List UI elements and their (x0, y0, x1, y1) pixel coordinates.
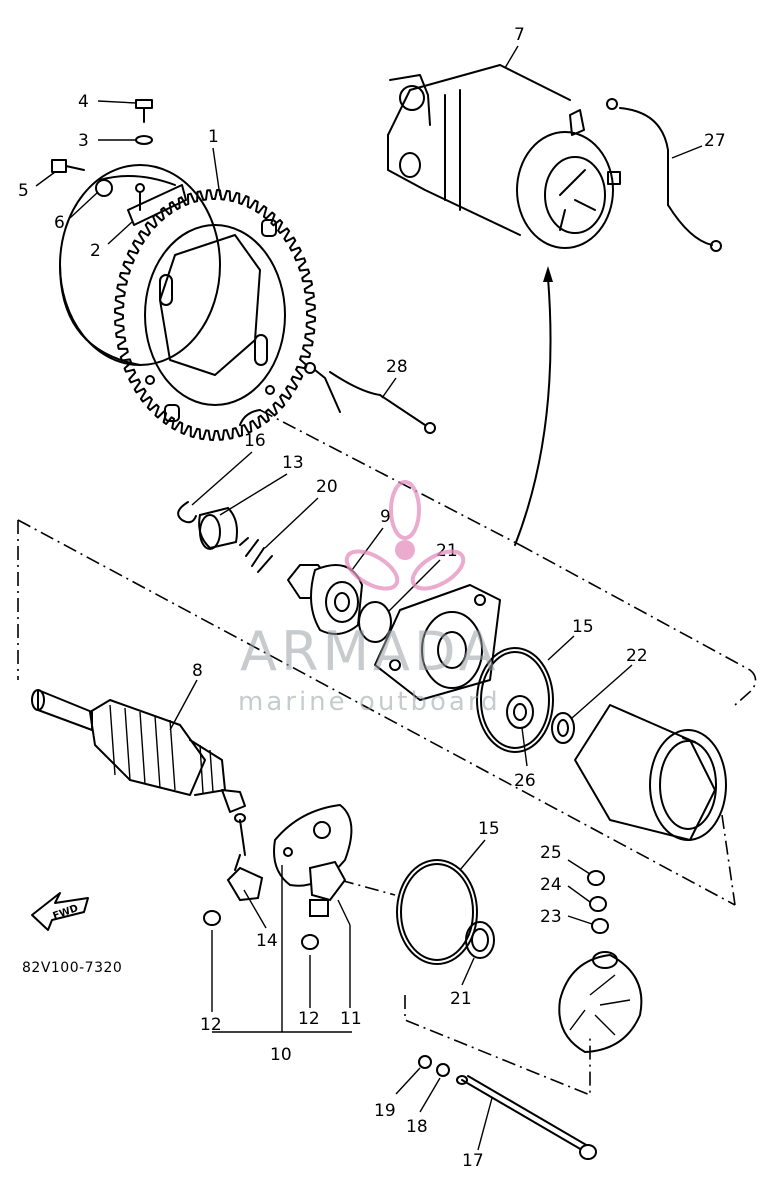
cable-27 (606, 98, 722, 252)
callout-27: 27 (704, 131, 726, 151)
bracket-hardware (51, 99, 187, 226)
callout-26: 26 (514, 771, 536, 791)
armature-8 (31, 689, 246, 813)
seals-upper (476, 647, 575, 753)
callout-11: 11 (340, 1009, 362, 1029)
diagram-code: 82V100-7320 (22, 960, 122, 976)
assembly-outline (17, 409, 757, 1097)
callout-12-left: 12 (200, 1015, 222, 1035)
callout-6: 6 (54, 213, 65, 233)
callout-15-lower: 15 (478, 819, 500, 839)
callout-numbers: 4 3 5 6 2 1 7 27 28 16 13 20 9 21 15 22 … (18, 25, 726, 1171)
callout-5: 5 (18, 181, 29, 201)
callout-9: 9 (380, 507, 391, 527)
callout-25: 25 (540, 843, 562, 863)
callout-13: 13 (282, 453, 304, 473)
watermark-brand: ARMADA (240, 620, 500, 683)
brush-holder-10 (226, 804, 353, 917)
yoke-housing (574, 704, 727, 841)
starter-motor (387, 64, 621, 249)
seals-lower (396, 859, 495, 965)
callout-18: 18 (406, 1117, 428, 1137)
assembly-arrow (514, 266, 553, 546)
washer-21-upper (358, 601, 392, 643)
lead-wire-28 (304, 362, 436, 434)
callout-22: 22 (626, 646, 648, 666)
callout-23: 23 (540, 907, 562, 927)
nuts-12 (203, 910, 319, 950)
leader-lines (35, 45, 703, 1151)
callout-7: 7 (514, 25, 525, 45)
callout-10: 10 (270, 1045, 292, 1065)
pinion-drive-9 (287, 564, 364, 635)
fwd-label: FWD (51, 903, 79, 922)
callout-12-right: 12 (298, 1009, 320, 1029)
callout-4: 4 (78, 92, 89, 112)
flywheel-ring-gear (59, 164, 316, 441)
callout-1: 1 (208, 127, 219, 147)
callout-16: 16 (244, 431, 266, 451)
callout-15-upper: 15 (572, 617, 594, 637)
callout-19: 19 (374, 1101, 396, 1121)
callout-8: 8 (192, 661, 203, 681)
callout-24: 24 (540, 875, 562, 895)
callout-28: 28 (386, 357, 408, 377)
watermark-logo (344, 480, 466, 591)
callout-14: 14 (256, 931, 278, 951)
callout-3: 3 (78, 131, 89, 151)
rear-cover (558, 870, 643, 1053)
drive-small-parts (177, 501, 273, 573)
callout-2: 2 (90, 241, 101, 261)
through-bolt-17 (418, 1055, 597, 1160)
fwd-arrow: FWD (31, 892, 89, 931)
watermark: ARMADA marine outboard (238, 480, 501, 717)
front-bracket (374, 584, 501, 701)
callout-20: 20 (316, 477, 338, 497)
callout-21-lower: 21 (450, 989, 472, 1009)
watermark-tagline: marine outboard (238, 687, 501, 717)
callout-17: 17 (462, 1151, 484, 1171)
